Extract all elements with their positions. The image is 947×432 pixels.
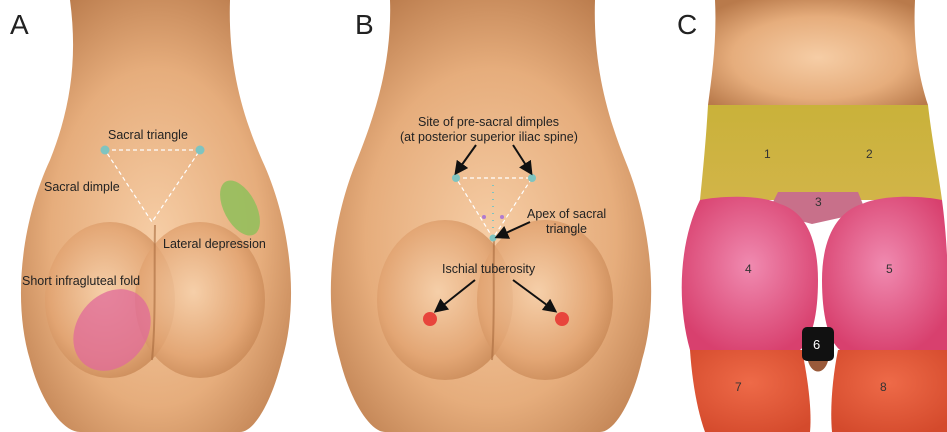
small-purple-dot-right [500, 215, 504, 219]
label-apex-line2: triangle [546, 222, 587, 236]
zone-5-right-buttock [822, 197, 947, 350]
zone-7-left-thigh [690, 350, 811, 432]
panel-c: C 1 2 3 4 5 6 7 8 [677, 0, 947, 432]
label-lateral-depression: Lateral depression [163, 237, 266, 251]
zone-label-5: 5 [886, 262, 893, 276]
label-sacral-dimple: Sacral dimple [44, 180, 120, 194]
label-sacral-triangle: Sacral triangle [108, 128, 188, 142]
zone-label-8: 8 [880, 380, 887, 394]
zone-1-2-lower-back [700, 105, 942, 200]
body-silhouette-c [708, 0, 928, 105]
label-pre-sacral-dimples-line2: (at posterior superior iliac spine) [400, 130, 578, 144]
zone-8-right-thigh [831, 350, 947, 432]
buttock-right-b [477, 220, 613, 380]
panel-b: B Site of pre-sacral dimples (at posteri… [331, 0, 651, 432]
perineal-shadow [808, 361, 828, 372]
label-apex-line1: Apex of sacral [527, 207, 606, 221]
panel-letter-b: B [355, 9, 374, 40]
zone-label-4: 4 [745, 262, 752, 276]
zone-label-6: 6 [813, 337, 820, 352]
sacral-dimple-marker-right [196, 146, 205, 155]
label-ischial-tuberosity: Ischial tuberosity [442, 262, 536, 276]
panel-letter-a: A [10, 9, 29, 40]
small-purple-dot-left [482, 215, 486, 219]
panel-letter-c: C [677, 9, 697, 40]
zone-label-3: 3 [815, 195, 822, 209]
apex-marker [490, 235, 497, 242]
sacral-dimple-marker-left [101, 146, 110, 155]
panel-a: A Sacral triangle Sacral dimple Lateral … [10, 0, 291, 432]
label-pre-sacral-dimples-line1: Site of pre-sacral dimples [418, 115, 559, 129]
dimple-marker-right-b [528, 174, 536, 182]
ischial-tuberosity-marker-right [555, 312, 569, 326]
label-short-infragluteal-fold: Short infragluteal fold [22, 274, 140, 288]
dimple-marker-left-b [452, 174, 460, 182]
ischial-tuberosity-marker-left [423, 312, 437, 326]
zone-label-1: 1 [764, 147, 771, 161]
zone-label-2: 2 [866, 147, 873, 161]
zone-label-7: 7 [735, 380, 742, 394]
